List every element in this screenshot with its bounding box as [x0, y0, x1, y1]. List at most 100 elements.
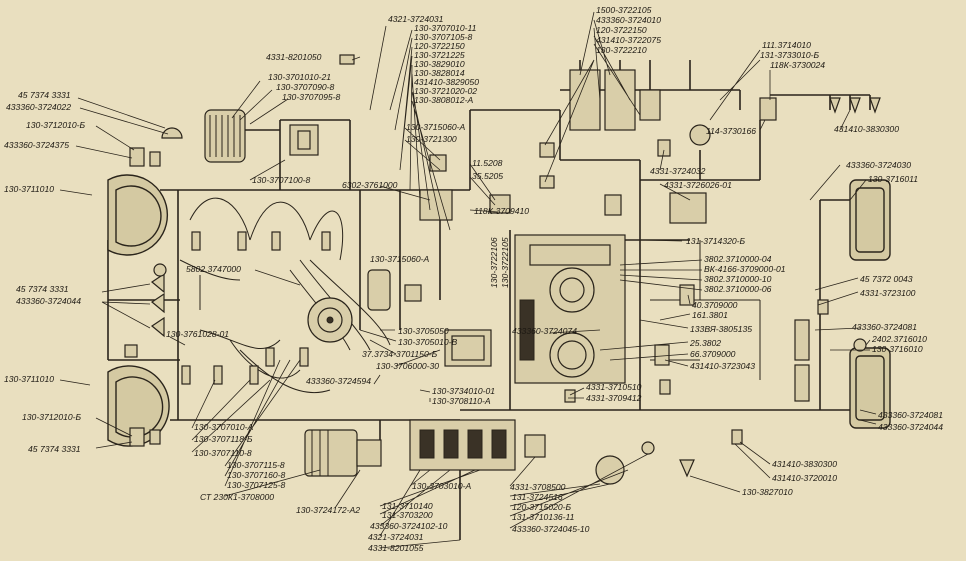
label-25: 433360-3724375 — [4, 140, 69, 150]
spark-plugs-bottom — [181, 347, 309, 385]
label-85: 130-3724172-А2 — [296, 505, 360, 515]
label-23: 433360-3724022 — [6, 102, 71, 112]
relay-panel-top — [604, 194, 622, 216]
leader-lines — [59, 11, 877, 549]
label-99: 433360-3724081 — [878, 410, 943, 420]
label-97: 431410-3720010 — [772, 473, 837, 483]
spark-plugs-left — [191, 231, 331, 251]
label-77: 130-3707010-А — [194, 422, 254, 432]
label-92: 131-3724516 — [512, 492, 563, 502]
label-48: 3802.3710000-10 — [704, 274, 772, 284]
label-84: 130-3703010-A — [412, 481, 472, 491]
label-58: 130-3705050 — [398, 326, 449, 336]
label-3: 130-3707010-11 — [414, 23, 477, 33]
components — [107, 54, 891, 485]
label-36: 118К-3709410 — [474, 206, 529, 216]
connector-right-upper — [794, 319, 810, 361]
label-89: 4321-3724031 — [368, 532, 424, 542]
label-52: 45 7372 0043 — [860, 274, 913, 284]
label-26: 130-3711010 — [4, 184, 54, 194]
label-60: 37.3734-3701150-Б — [362, 349, 438, 359]
label-98: 130-3827010 — [742, 487, 793, 497]
label-80: 130-3707115-8 — [227, 460, 285, 470]
label-51: 433360-3724044 — [16, 296, 81, 306]
starter-motor — [304, 429, 382, 477]
label-67: 2402.3716010 — [871, 334, 927, 344]
turn-lamp-lower — [149, 429, 161, 445]
sensor-small — [641, 441, 655, 455]
label-88: 433360-3724102-10 — [370, 521, 448, 531]
label-79: 130-3707110-8 — [194, 448, 252, 458]
label-69: 130-3711010 — [4, 374, 54, 384]
instrument-panel — [514, 234, 626, 384]
headlamp-upper-left — [107, 174, 169, 256]
fuse-block — [409, 419, 516, 471]
sound-signal — [153, 263, 167, 277]
label-4: 130-3707105-8 — [414, 32, 473, 42]
regulator-inner — [297, 130, 311, 150]
label-6: 130-3721225 — [414, 50, 465, 60]
label-71: 130-3734010-01 — [432, 386, 495, 396]
ignition-coil — [367, 269, 391, 311]
label-9: 431410-3829050 — [414, 77, 479, 87]
label-59: 130-3705010-В — [398, 337, 458, 347]
label-40: 130-3716011 — [868, 174, 918, 184]
label-83: СТ 230К1-3708000 — [200, 492, 274, 502]
label-10: 130-3721020-02 — [414, 86, 477, 96]
label-8: 130-3828014 — [414, 68, 465, 78]
turn-lamp-upper — [149, 151, 161, 167]
label-42: 130-3715060-A — [370, 254, 430, 264]
sensor-118k — [759, 97, 777, 121]
label-5: 120-3722150 — [414, 41, 465, 51]
relay-left — [124, 344, 138, 358]
label-44: 130-3722105 — [500, 237, 510, 288]
label-100: 433360-3724044 — [878, 422, 943, 432]
label-27: 130-3701010-21 — [268, 72, 331, 82]
label-46: 3802.3710000-04 — [704, 254, 772, 264]
label-15: 431410-3722075 — [596, 35, 661, 45]
label-32: 130-3721300 — [406, 134, 457, 144]
label-47: ВК-4166-3709000-01 — [704, 264, 786, 274]
transistor-switch — [444, 329, 492, 367]
label-56: 133ВЯ-3805135 — [690, 324, 752, 334]
label-43: 130-3722106 — [489, 237, 499, 288]
label-7: 130-3829010 — [414, 59, 465, 69]
sensor-66-3709000 — [659, 379, 671, 395]
label-17: 111.3714010 — [762, 40, 811, 50]
label-34: 11.5208 — [472, 158, 503, 168]
label-35: 35.5205 — [472, 171, 503, 181]
label-1: 4331-8201050 — [266, 52, 322, 62]
label-68: 130-3716010 — [872, 344, 923, 354]
top-relay-cluster — [569, 69, 661, 131]
side-lamp-lower — [129, 427, 145, 447]
label-86: 131-3710140 — [382, 501, 433, 511]
relay-panel-right — [654, 344, 670, 366]
heater-motor — [669, 192, 707, 224]
label-24: 130-3712010-Б — [26, 120, 86, 130]
label-62: 433360-3724074 — [512, 326, 577, 336]
label-31: 130-3715060-A — [406, 122, 466, 132]
horn-3 — [150, 316, 165, 338]
label-14: 120-3722150 — [596, 25, 647, 35]
sensor-130-3827010 — [679, 459, 695, 478]
label-55: 161.3801 — [692, 310, 728, 320]
relay-round-top — [689, 124, 711, 146]
label-50: 45 7374 3331 — [16, 284, 69, 294]
label-57: 130-3761028-01 — [166, 329, 229, 339]
label-19: 118К-3730024 — [770, 60, 825, 70]
label-30: 130-3707100-8 — [252, 175, 311, 185]
label-94: 131-3710136-11 — [512, 512, 575, 522]
bracket-unit — [419, 189, 453, 221]
label-37: 4331-3724032 — [650, 166, 706, 176]
relay-4331-3724032 — [657, 139, 671, 157]
label-91: 4331-3708500 — [510, 482, 566, 492]
component-labels: 4331-8201050 4321-3724031 130-3707010-11… — [4, 5, 943, 553]
sensor-bottom-right — [731, 429, 743, 445]
beacon-lamp — [161, 127, 183, 139]
label-11: 130-3808012-A — [414, 95, 474, 105]
headlamp-upper-right — [849, 179, 891, 261]
label-21: 431410-3830300 — [834, 124, 899, 134]
label-90: 4331-8201055 — [368, 543, 424, 553]
label-93: 120-3715020-Б — [512, 502, 572, 512]
